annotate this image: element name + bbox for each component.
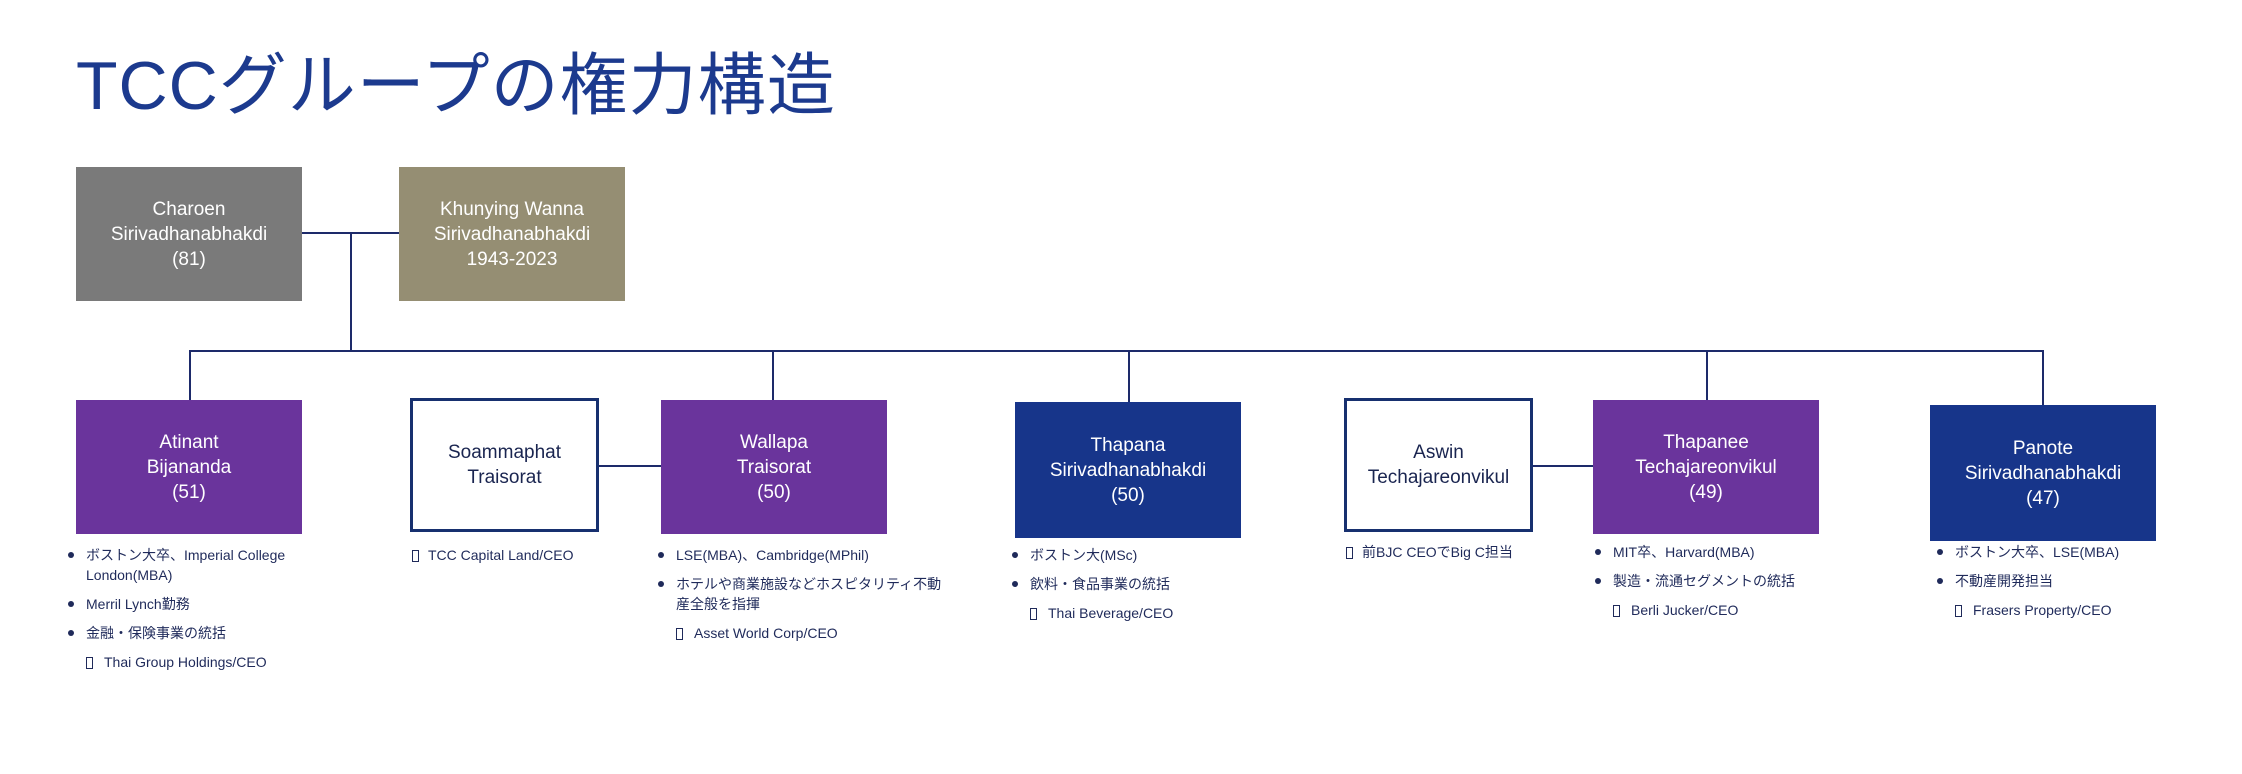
person-box-thapana: Thapana Sirivadhanabhakdi (50) [1015, 402, 1241, 538]
person-box-thapanee: Thapanee Techajareonvikul (49) [1593, 400, 1819, 534]
person-name: Charoen [152, 198, 226, 220]
person-age: (47) [2026, 487, 2060, 509]
person-name: Panote [2012, 437, 2074, 459]
person-surname: Techajareonvikul [1635, 456, 1777, 478]
notes-soammaphat: TCC Capital Land/CEO [410, 545, 680, 574]
person-name: Wallapa [740, 431, 808, 453]
connector-drop-panote [2042, 350, 2044, 405]
person-box-charoen: Charoen Sirivadhanabhakdi (81) [76, 167, 302, 301]
bullet-item: LSE(MBA)、Cambridge(MPhil) [656, 545, 946, 565]
person-box-aswin: Aswin Techajareonvikul [1344, 398, 1533, 532]
notes-thapana: ボストン大(MSc) 飲料・食品事業の統括 Thai Beverage/CEO [1010, 545, 1280, 632]
bullet-item: ボストン大卒、LSE(MBA) [1935, 542, 2205, 562]
connector-children-bus [189, 350, 2043, 352]
person-name: Aswin [1413, 442, 1464, 463]
person-surname: Techajareonvikul [1367, 467, 1510, 488]
person-name: Thapana [1090, 434, 1166, 456]
person-surname: Traisorat [736, 456, 812, 478]
person-box-khunying-wanna: Khunying Wanna Sirivadhanabhakdi 1943-20… [399, 167, 625, 301]
connector-drop-thapana [1128, 350, 1130, 402]
person-age: (81) [172, 248, 206, 270]
person-name: Soammaphat [447, 442, 561, 463]
bullet-item: ホテルや商業施設などホスピタリティ不動産全般を指揮 [656, 574, 946, 614]
person-surname: Traisorat [467, 467, 542, 488]
bullet-item: 飲料・食品事業の統括 [1010, 574, 1280, 594]
connector-spouse-thapanee [1533, 465, 1593, 467]
sub-item: Frasers Property/CEO [1935, 600, 2205, 620]
person-age: (51) [172, 481, 206, 503]
connector-spouse-wallapa [599, 465, 661, 467]
sub-item: Thai Group Holdings/CEO [66, 652, 316, 672]
person-years: 1943-2023 [466, 248, 558, 270]
person-box-wallapa: Wallapa Traisorat (50) [661, 400, 887, 534]
connector-drop-thapanee [1706, 350, 1708, 400]
notes-panote: ボストン大卒、LSE(MBA) 不動産開発担当 Frasers Property… [1935, 542, 2205, 629]
person-box-panote: Panote Sirivadhanabhakdi (47) [1930, 405, 2156, 541]
person-age: (50) [1111, 484, 1145, 506]
person-age: (50) [757, 481, 791, 503]
person-surname: Sirivadhanabhakdi [1964, 462, 2122, 484]
connector-drop-atinant [189, 350, 191, 400]
person-box-atinant: Atinant Bijananda (51) [76, 400, 302, 534]
notes-aswin: 前BJC CEOでBig C担当 [1344, 542, 1614, 571]
bullet-item: ボストン大卒、Imperial College London(MBA) [66, 545, 316, 585]
notes-thapanee: MIT卒、Harvard(MBA) 製造・流通セグメントの統括 Berli Ju… [1593, 542, 1863, 629]
person-box-soammaphat: Soammaphat Traisorat [410, 398, 599, 532]
bullet-item: 金融・保険事業の統括 [66, 623, 316, 643]
person-surname: Sirivadhanabhakdi [110, 223, 268, 245]
person-surname: Bijananda [146, 456, 232, 478]
bullet-item: MIT卒、Harvard(MBA) [1593, 542, 1863, 562]
sub-item: Thai Beverage/CEO [1010, 603, 1280, 623]
sub-item: 前BJC CEOでBig C担当 [1344, 542, 1614, 562]
person-name: Khunying Wanna [439, 198, 584, 220]
sub-item: Berli Jucker/CEO [1593, 600, 1863, 620]
bullet-item: 製造・流通セグメントの統括 [1593, 571, 1863, 591]
bullet-item: ボストン大(MSc) [1010, 545, 1280, 565]
notes-wallapa: LSE(MBA)、Cambridge(MPhil) ホテルや商業施設などホスピタ… [656, 545, 946, 652]
page-title: TCCグループの権力構造 [76, 48, 836, 124]
person-name: Atinant [159, 431, 219, 453]
bullet-item: Merril Lynch勤務 [66, 594, 316, 614]
bullet-item: 不動産開発担当 [1935, 571, 2205, 591]
sub-item: TCC Capital Land/CEO [410, 545, 680, 565]
person-age: (49) [1689, 481, 1723, 503]
connector-parents-down [350, 232, 352, 351]
connector-drop-wallapa [772, 350, 774, 400]
sub-item: Asset World Corp/CEO [656, 623, 946, 643]
person-surname: Sirivadhanabhakdi [1049, 459, 1207, 481]
person-surname: Sirivadhanabhakdi [433, 223, 591, 245]
notes-atinant: ボストン大卒、Imperial College London(MBA) Merr… [66, 545, 316, 681]
person-name: Thapanee [1663, 431, 1749, 453]
